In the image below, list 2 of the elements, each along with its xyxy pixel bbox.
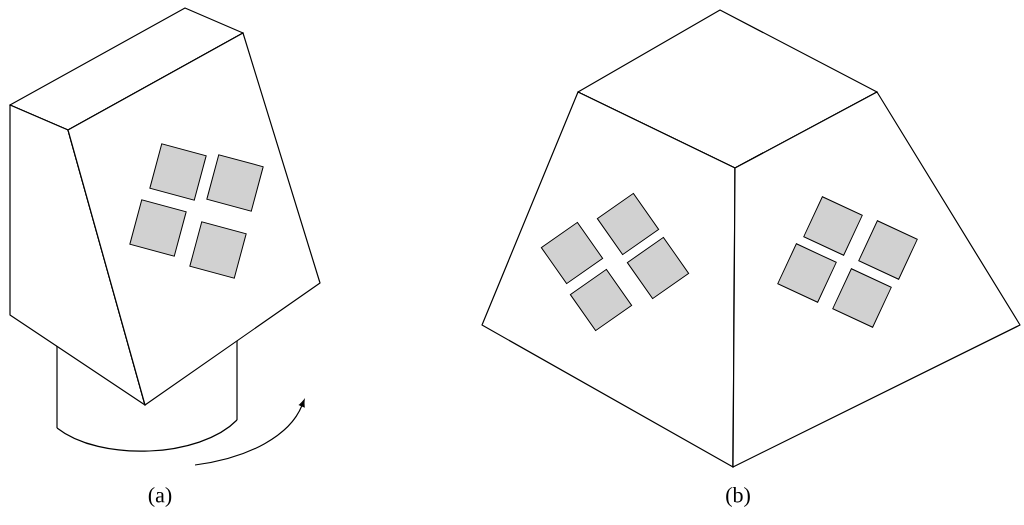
- panel-label: (b): [726, 487, 750, 507]
- panel-label: (a): [148, 487, 172, 507]
